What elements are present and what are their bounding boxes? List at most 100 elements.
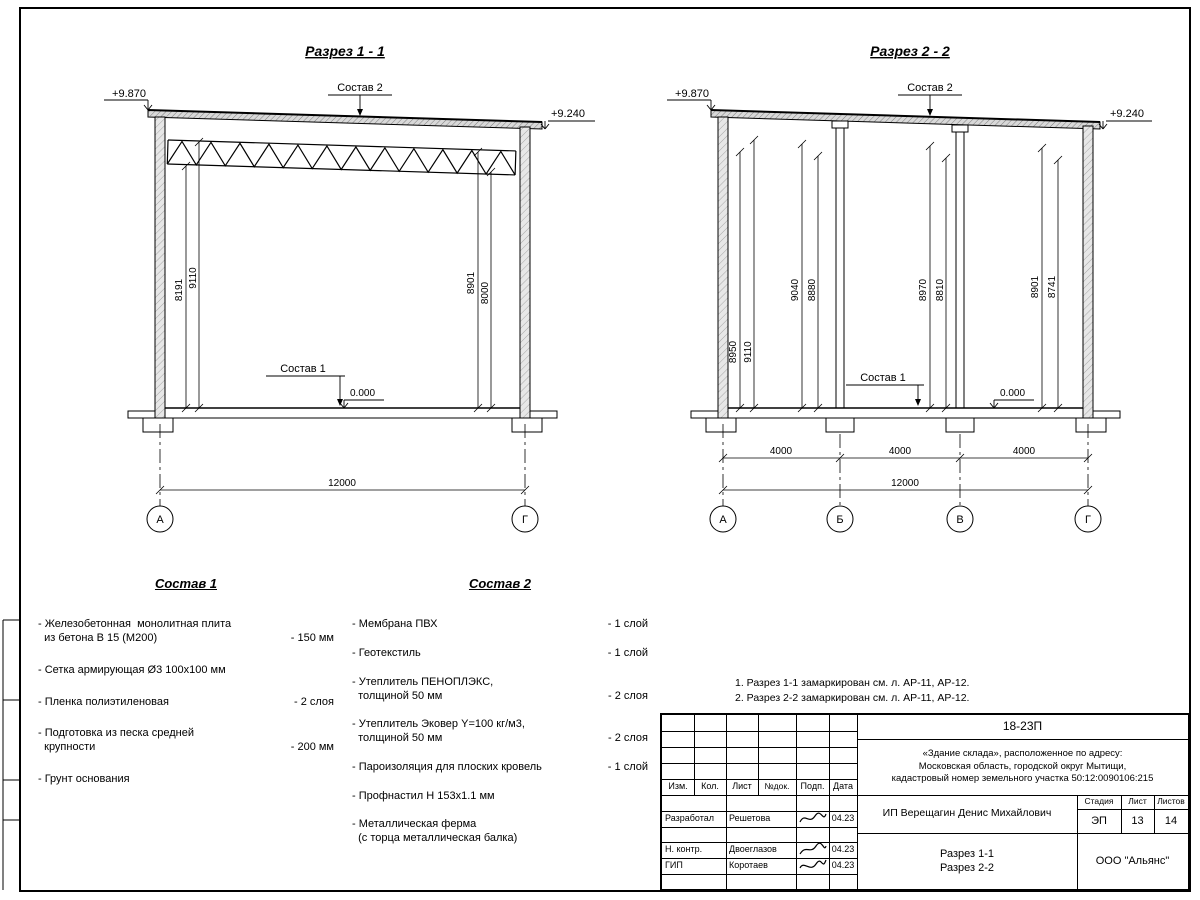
col-header-ndok: №док. [764, 781, 790, 792]
project-line: «Здание склада», расположенное по адресу… [922, 748, 1123, 760]
svg-text:+9.240: +9.240 [1110, 108, 1144, 120]
svg-text:12000: 12000 [891, 478, 919, 489]
section-2-2: Разрез 2 - 2 +9.870 +9.240 [667, 43, 1152, 533]
composition-1: Состав 1 - Железобетонная монолитная пли… [38, 576, 334, 805]
svg-text:Состав 2: Состав 2 [337, 82, 383, 94]
composition-2-item: - Утеплитель ПЕНОПЛЭКС, толщиной 50 мм -… [352, 675, 648, 702]
svg-text:8000: 8000 [480, 281, 491, 304]
signature [796, 856, 829, 876]
svg-text:Г: Г [522, 514, 528, 526]
roof-truss [166, 139, 517, 176]
composition-2-item: - Профнастил Н 153х1.1 мм [352, 789, 495, 802]
floor-and-foundations [127, 407, 558, 433]
row-name: Коротаев [729, 860, 768, 871]
roof-slab [710, 109, 1101, 130]
svg-text:+9.870: +9.870 [112, 88, 146, 100]
composition-2-item: - Пароизоляция для плоских кровель - 1 с… [352, 760, 648, 773]
col-header-kol: Кол. [701, 781, 719, 792]
svg-text:12000: 12000 [328, 478, 356, 489]
project-line: Московская область, городской округ Мыти… [918, 760, 1127, 772]
row-role: Н. контр. [665, 844, 703, 855]
svg-text:4000: 4000 [1013, 446, 1036, 457]
svg-text:В: В [956, 514, 963, 526]
composition-2: Состав 2 - Мембрана ПВХ - 1 слой - Геоте… [352, 576, 648, 861]
vertical-dimensions: 8191 9110 8901 8000 [174, 137, 496, 413]
title-block: Изм. Кол. Лист №док. Подп. Дата Разработ… [660, 713, 1190, 891]
column-v [951, 124, 969, 409]
notes: 1. Разрез 1-1 замаркирован см. л. АР-11,… [735, 676, 969, 706]
composition-1-title: Состав 1 [154, 576, 218, 591]
svg-text:А: А [156, 514, 164, 526]
axis-bubbles: А Б В Г [709, 505, 1102, 533]
svg-text:8970: 8970 [918, 278, 929, 301]
svg-text:А: А [719, 514, 727, 526]
elevation-mark-right: +9.240 [540, 108, 595, 130]
row-name: Решетова [729, 813, 771, 824]
document-number: 18-23П [1002, 719, 1043, 734]
svg-text:+9.240: +9.240 [551, 108, 585, 120]
row-role: ГИП [665, 860, 683, 871]
vertical-dimensions: 8950 9110 9040 8880 8970 8810 [728, 135, 1063, 413]
svg-text:9040: 9040 [790, 278, 801, 301]
signature [796, 840, 829, 860]
svg-text:8901: 8901 [466, 271, 477, 294]
svg-text:8950: 8950 [728, 340, 739, 363]
svg-text:9110: 9110 [188, 267, 199, 289]
wall-left [717, 116, 729, 419]
svg-text:Состав 1: Состав 1 [280, 363, 326, 375]
svg-text:8741: 8741 [1047, 275, 1058, 298]
project-line: кадастровый номер земельного участка 50:… [891, 773, 1154, 785]
row-name: Двоеглазов [729, 844, 777, 855]
sheet-value: 13 [1131, 814, 1144, 827]
svg-text:0.000: 0.000 [350, 388, 375, 399]
col-header-list: Лист [732, 781, 752, 792]
wall-left [154, 116, 166, 419]
roof-slab [147, 109, 543, 130]
elevation-mark-left: +9.870 [667, 88, 716, 111]
sostav2-leader: Состав 2 [898, 82, 962, 116]
svg-text:Б: Б [836, 514, 843, 526]
section-1-1-title: Разрез 1 - 1 [305, 43, 385, 59]
composition-1-item: - Грунт основания [38, 772, 130, 785]
svg-text:8191: 8191 [174, 278, 185, 301]
elevation-mark-right: +9.240 [1098, 108, 1152, 130]
composition-1-item: - Пленка полиэтиленовая - 2 слоя [38, 695, 334, 708]
svg-text:Состав 1: Состав 1 [860, 372, 906, 384]
composition-2-item: - Металлическая ферма (с торца металличе… [352, 818, 518, 844]
col-header-izm: Изм. [668, 781, 688, 792]
composition-2-title: Состав 2 [468, 576, 532, 591]
svg-text:8810: 8810 [935, 278, 946, 301]
wall-right [1082, 125, 1094, 419]
composition-1-item: - Сетка армирующая Ø3 100х100 мм [38, 663, 226, 676]
composition-1-item: - Железобетонная монолитная плита из бет… [38, 618, 334, 644]
svg-text:9110: 9110 [743, 341, 754, 363]
sostav1-leader: Состав 1 [266, 363, 345, 406]
sheets-label: Листов [1157, 796, 1185, 807]
wall-right [519, 126, 531, 419]
client-name: ИП Верещагин Денис Михайлович [882, 807, 1052, 820]
span-dimension: 12000 [155, 424, 530, 506]
section-1-1: Разрез 1 - 1 +9.870 +9.240 [104, 43, 595, 533]
row-date: 04.23 [831, 844, 855, 855]
stage-label: Стадия [1084, 796, 1114, 807]
elevation-mark-left: +9.870 [104, 88, 153, 111]
svg-text:4000: 4000 [889, 446, 912, 457]
svg-text:0.000: 0.000 [1000, 388, 1025, 399]
section-2-2-title: Разрез 2 - 2 [870, 43, 950, 59]
svg-text:Г: Г [1085, 514, 1091, 526]
svg-text:Состав 2: Состав 2 [907, 82, 953, 94]
axis-bubbles: А Г [146, 505, 539, 533]
sostav1-leader: Состав 1 [846, 372, 924, 406]
zero-level-mark: 0.000 [989, 388, 1034, 409]
stage-value: ЭП [1091, 814, 1107, 827]
signature [796, 809, 829, 829]
project-description: «Здание склада», расположенное по адресу… [857, 739, 1188, 795]
composition-2-item: - Геотекстиль - 1 слой [352, 647, 648, 659]
row-date: 04.23 [831, 813, 855, 824]
sheets-value: 14 [1164, 814, 1178, 827]
row-role: Разработал [665, 813, 714, 824]
sheet-label: Лист [1128, 796, 1147, 807]
note-line: 1. Разрез 1-1 замаркирован см. л. АР-11,… [735, 677, 970, 689]
